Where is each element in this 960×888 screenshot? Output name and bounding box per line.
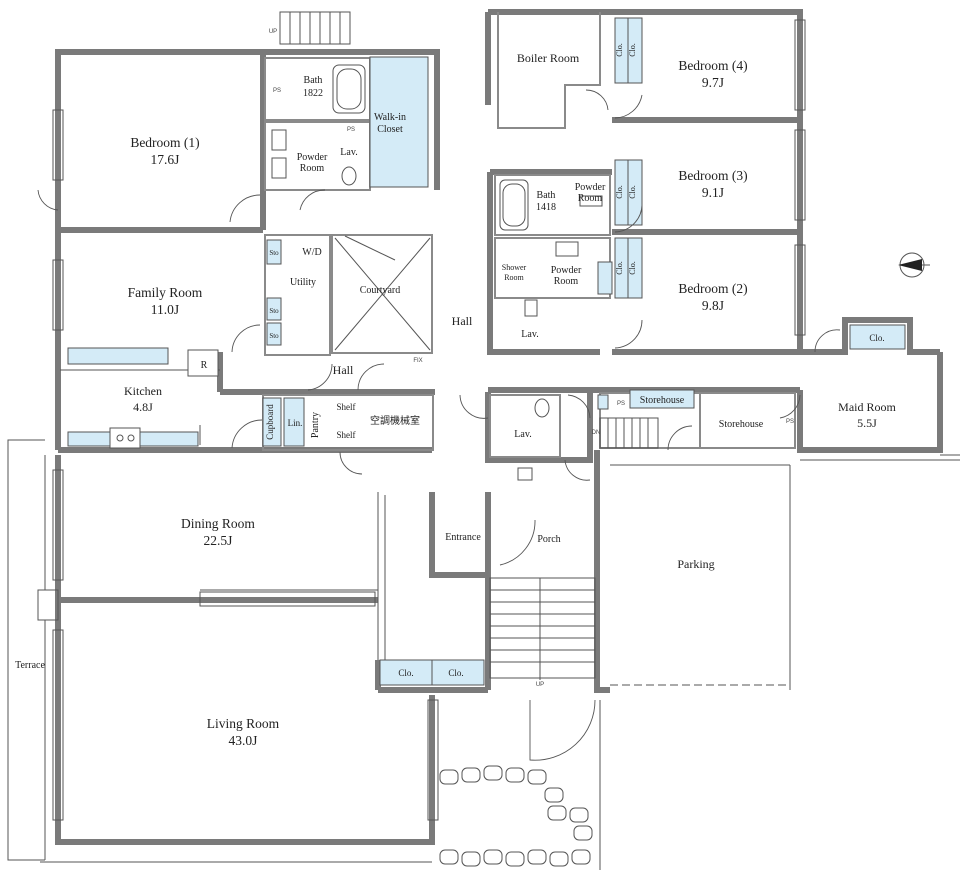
stairs-hall	[599, 417, 659, 449]
bedroom2-size: 9.8J	[702, 298, 724, 313]
terrace-label: Terrace	[15, 660, 45, 671]
exterior-walls	[55, 9, 943, 845]
closet-label-b3-2: Clo.	[615, 185, 624, 199]
up-label-top: UP	[269, 29, 277, 35]
pantry-label: Pantry	[310, 412, 321, 438]
shower-room-label-1: Shower	[502, 263, 527, 272]
door-swings	[37, 89, 841, 761]
ps-label-4: PS	[786, 419, 794, 425]
closets	[67, 17, 906, 686]
ps-label-3: PS	[617, 401, 625, 407]
powder-room-a-label-2: Room	[300, 163, 325, 174]
powder-room-a-label-1: Powder	[297, 152, 328, 163]
bedroom3-size: 9.1J	[702, 185, 724, 200]
up-label-entry: UP	[536, 682, 544, 688]
family-room-size: 11.0J	[151, 302, 179, 317]
powder-room-b-label-1: Powder	[575, 182, 606, 193]
linen-label: Lin.	[288, 418, 303, 428]
bedroom1-size: 17.6J	[151, 152, 180, 167]
closet-label-maid: Clo.	[869, 333, 884, 343]
north-arrow-icon	[898, 252, 930, 278]
bath-main-size: 1822	[303, 88, 323, 99]
entrance-label: Entrance	[445, 532, 481, 543]
mechanical-room-label: 空調機械室	[370, 414, 420, 427]
kitchen-name: Kitchen	[124, 384, 162, 398]
hall-label-center: Hall	[333, 363, 354, 377]
ps-label-1: PS	[273, 88, 281, 94]
bedroom3-name: Bedroom (3)	[678, 168, 747, 183]
interior-partitions	[60, 12, 796, 660]
fix-label: FIX	[413, 358, 422, 364]
closet-label-b2-1: Clo.	[628, 261, 637, 275]
stairs-entry	[489, 577, 596, 680]
family-room-name: Family Room	[128, 285, 203, 300]
stairs-top	[279, 11, 351, 45]
cupboard-label: Cupboard	[265, 404, 275, 440]
windows	[52, 19, 806, 821]
fixtures	[109, 64, 603, 481]
ps-label-2: PS	[347, 127, 355, 133]
boiler-room-label: Boiler Room	[517, 51, 580, 65]
dining-room-name: Dining Room	[181, 516, 255, 531]
walkin-closet-label-2: Closet	[377, 124, 403, 135]
porch-label: Porch	[537, 534, 560, 545]
closet-label-entry-1: Clo.	[398, 668, 413, 678]
living-room-size: 43.0J	[229, 733, 258, 748]
shower-room-label-2: Room	[504, 273, 524, 282]
maid-room-size: 5.5J	[857, 416, 877, 430]
closet-label-b4-2: Clo.	[615, 43, 624, 57]
bath-main-name: Bath	[304, 75, 323, 86]
powder-room-c-label-2: Room	[554, 276, 579, 287]
hall-label-right: Hall	[452, 314, 473, 328]
living-room-name: Living Room	[207, 716, 280, 731]
lav-label-c: Lav.	[514, 429, 531, 440]
sto-label-2: Sto	[269, 307, 279, 315]
closet-label-b3-1: Clo.	[628, 185, 637, 199]
lav-label-a: Lav.	[340, 147, 357, 158]
bedroom2-name: Bedroom (2)	[678, 281, 747, 296]
powder-room-b-label-2: Room	[578, 193, 603, 204]
utility-label: Utility	[290, 277, 316, 288]
powder-room-c-label-1: Powder	[551, 265, 582, 276]
courtyard-label: Courtyard	[360, 285, 401, 296]
stepping-stones	[439, 765, 593, 867]
maid-room-name: Maid Room	[838, 400, 896, 414]
parking-label: Parking	[677, 557, 714, 571]
kitchen-size: 4.8J	[133, 400, 153, 414]
shelf-label-2: Shelf	[337, 430, 356, 440]
refrigerator-label: R	[201, 360, 208, 371]
closet-label-entry-2: Clo.	[448, 668, 463, 678]
site-outlines	[7, 439, 960, 870]
dn-label: DN	[592, 430, 601, 436]
sto-label-3: Sto	[269, 332, 279, 340]
storehouse-label-2: Storehouse	[719, 419, 764, 430]
closet-label-b4-1: Clo.	[628, 43, 637, 57]
dining-room-size: 22.5J	[204, 533, 233, 548]
lav-label-b: Lav.	[521, 329, 538, 340]
bedroom4-name: Bedroom (4)	[678, 58, 747, 73]
bath-small-name: Bath	[537, 190, 556, 201]
bedroom4-size: 9.7J	[702, 75, 724, 90]
bath-small-size: 1418	[536, 202, 556, 213]
courtyard-diagonals	[334, 235, 431, 351]
walkin-closet-label-1: Walk-in	[374, 112, 406, 123]
wd-label: W/D	[302, 247, 321, 258]
bedroom1-name: Bedroom (1)	[130, 135, 199, 150]
shelf-label-1: Shelf	[337, 402, 356, 412]
closet-label-b2-2: Clo.	[615, 261, 624, 275]
sto-label-1: Sto	[269, 249, 279, 257]
storehouse-label-1: Storehouse	[640, 395, 685, 406]
